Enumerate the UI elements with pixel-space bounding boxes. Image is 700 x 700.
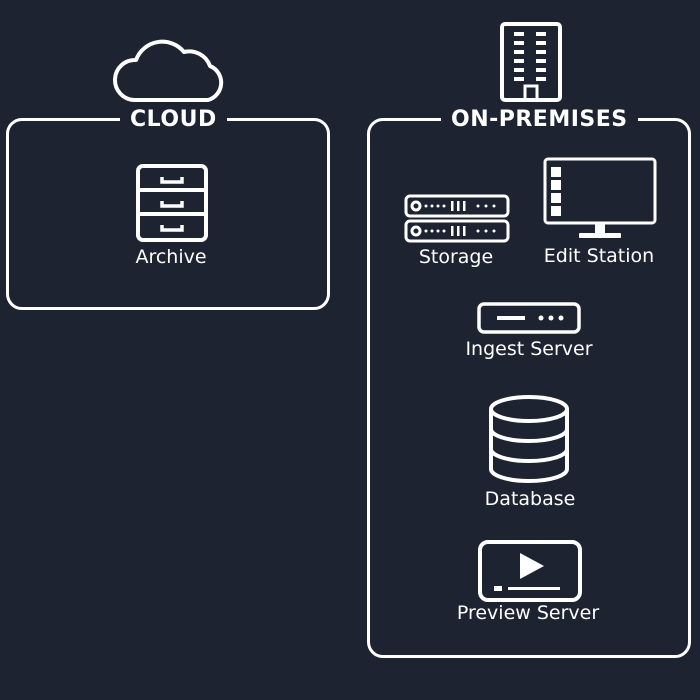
cloud-region-title: CLOUD [120,107,227,133]
preview-server-label: Preview Server [456,602,600,624]
server-icon [477,302,581,334]
play-screen-icon [478,540,582,602]
on-premises-region-title: ON-PREMISES [441,107,638,133]
file-cabinet-icon [136,164,208,242]
database-icon [487,393,571,485]
storage-label: Storage [418,246,494,268]
building-icon [500,22,562,102]
archive-label: Archive [135,246,207,268]
cloud-icon [112,30,228,104]
storage-rack-icon [404,194,510,244]
monitor-icon [543,157,657,239]
edit-station-label: Edit Station [543,245,655,267]
ingest-server-label: Ingest Server [465,338,593,360]
database-label: Database [484,488,576,510]
